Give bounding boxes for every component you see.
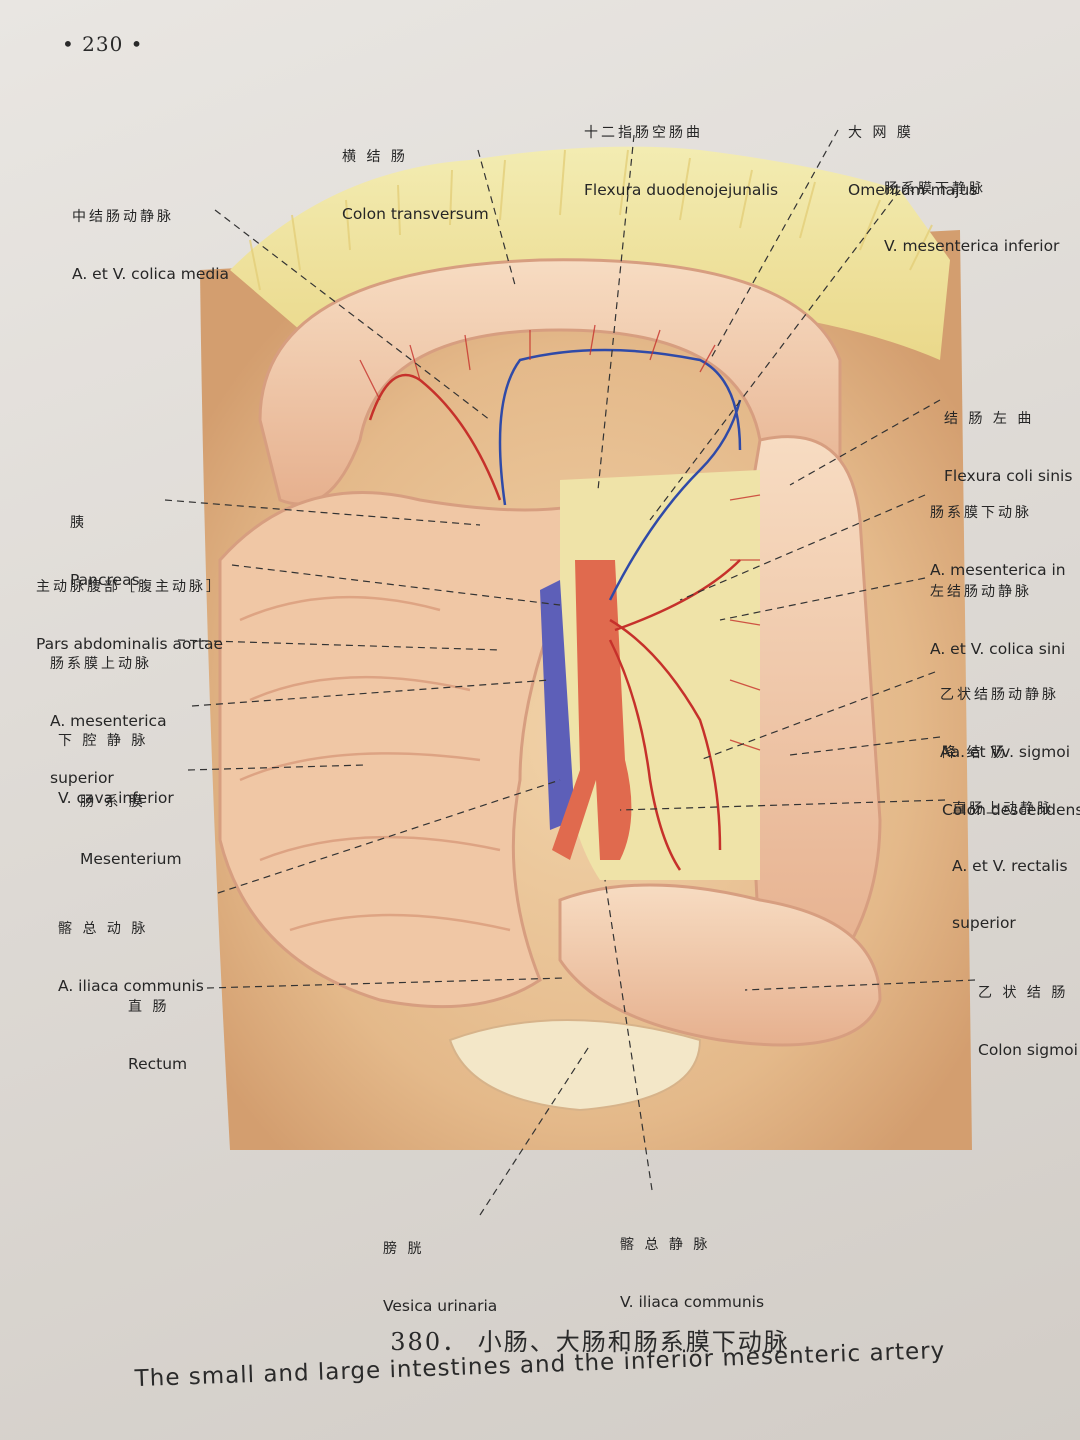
label-colon-descendens: 降 结 肠 Colon descendens (942, 745, 1080, 819)
label-colica-sinistra: 左结肠动静脉 A. et V. colica sini (930, 584, 1066, 658)
label-a-iliaca-communis: 髂 总 动 脉 A. iliaca communis (58, 921, 204, 995)
label-v-cava-inferior: 下 腔 静 脉 V. cava inferior (58, 733, 174, 807)
ivc-shape (540, 580, 575, 830)
label-pancreas: 胰 Pancreas (70, 515, 140, 589)
label-colon-transversum: 横 结 肠 Colon transversum (342, 149, 489, 223)
label-a-mesenterica-inferior: 肠系膜下动脉 A. mesenterica in (930, 505, 1066, 579)
label-flexura-coli-sinistra: 结 肠 左 曲 Flexura coli sinis (944, 411, 1073, 485)
label-vesica-urinaria: 膀 胱 Vesica urinaria (383, 1241, 498, 1315)
label-colica-media: 中结肠动静脉 A. et V. colica media (72, 209, 230, 283)
label-a-mesenterica-superior: 肠系膜上动脉 A. mesenterica superior (50, 656, 167, 787)
colon-descendens-shape (738, 435, 882, 982)
label-pars-abdominalis-aortae: 主动脉腹部［腹主动脉］ Pars abdominalis aortae (36, 579, 223, 653)
figure-caption-chinese: 380． 小肠、大肠和肠系膜下动脉 (390, 1328, 790, 1356)
small-intestine (218, 491, 611, 1009)
label-omentum-majus: 大 网 膜 Omentum majus (848, 125, 978, 199)
page-number: • 230 • (62, 32, 144, 56)
label-flexura-duodenojejunalis: 十二指肠空肠曲 Flexura duodenojejunalis (584, 125, 779, 199)
label-rectum: 直 肠 Rectum (128, 999, 188, 1073)
label-colon-sigmoideum: 乙 状 结 肠 Colon sigmoi (978, 985, 1078, 1059)
leader-lines (164, 129, 976, 1216)
colon-sigmoideum-shape (558, 883, 882, 1047)
bladder-shape (448, 1019, 702, 1112)
aorta-shape (552, 560, 632, 860)
label-mesenterium: 肠 系 膜 Mesenterium (80, 794, 182, 868)
label-v-iliaca-communis: 髂 总 静 脉 V. iliaca communis (620, 1237, 765, 1311)
label-sigmoideae: 乙状结肠动静脉 Aa. et Vv. sigmoi (940, 687, 1071, 761)
label-v-mesenterica-inferior: 肠系膜下静脉 V. mesenterica inferior (884, 181, 1060, 255)
label-rectalis-superior: 直肠上动静脉 A. et V. rectalis superior (952, 801, 1068, 932)
